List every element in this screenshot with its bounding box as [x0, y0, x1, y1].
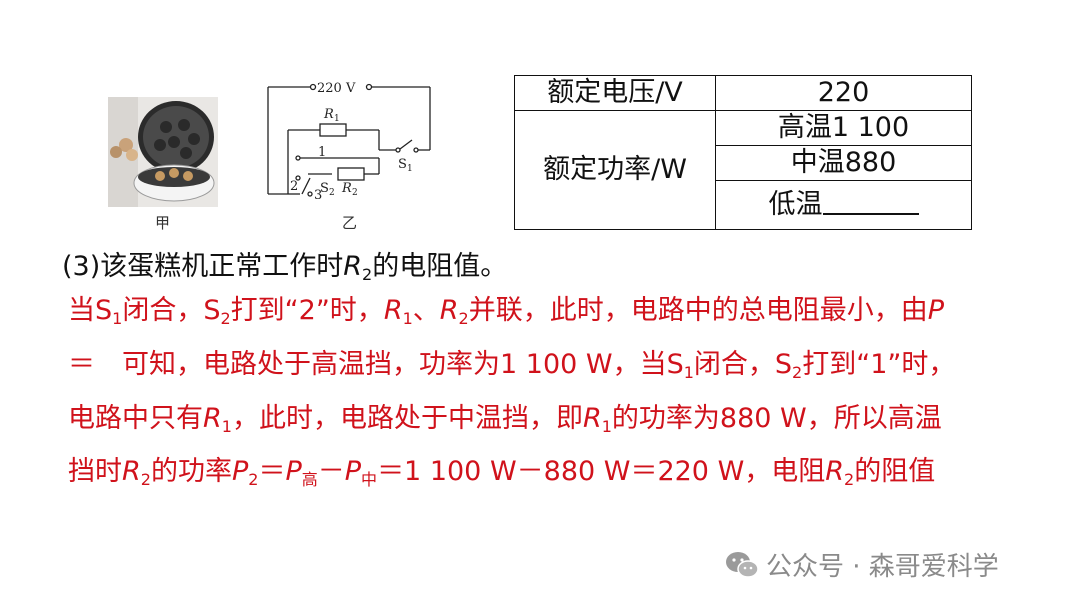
text-fragment: ＝ 可知，电路处于高温挡，功率为1 100 W，当S [68, 349, 684, 380]
text-fragment: 1 [112, 309, 123, 328]
text-fragment: 1 [402, 309, 413, 328]
table-row: 额定功率/W 高温1 100 [514, 110, 972, 230]
wechat-icon [726, 551, 759, 578]
table-row: 额定电压/V 220 [514, 75, 972, 111]
rated-power-label: 额定功率/W [514, 110, 716, 230]
answer-line-2: ＝ 可知，电路处于高温挡，功率为1 100 W，当S1闭合，S2打到“1”时， [68, 342, 955, 381]
text-fragment: 的功率为880 W，所以高温 [611, 403, 942, 434]
rated-voltage-value: 220 [715, 75, 972, 111]
rated-voltage-label: 额定电压/V [514, 75, 716, 111]
text-fragment: P [344, 456, 362, 487]
text-fragment: 的阻值 [854, 456, 936, 487]
text-fragment: 电路中只有 [68, 403, 203, 434]
table-row: 低温 [515, 180, 972, 230]
switch-pos-2: 2 [290, 179, 298, 194]
question-var: R [343, 251, 363, 282]
text-fragment: ，此时，电路处于中温挡，即 [231, 403, 583, 434]
power-low: 低温 [715, 180, 972, 230]
r2-sub: 2 [352, 188, 358, 198]
text-fragment: 并联，此时，电路中的总电阻最小，由 [468, 295, 928, 326]
text-fragment: 当S [68, 295, 113, 326]
text-fragment: 闭合，S [122, 295, 221, 326]
power-low-label: 低温 [768, 189, 823, 220]
question-part: (3)该蛋糕机正常工作时 [62, 251, 344, 282]
text-fragment: P [231, 456, 249, 487]
text-fragment: 2 [458, 309, 469, 328]
s1-sub: 1 [407, 164, 413, 174]
photo-caption: 甲 [155, 214, 171, 232]
text-fragment: ＝1 100 W－880 W＝220 W，电阻 [377, 456, 826, 487]
text-fragment: 高 [301, 470, 318, 489]
switch-pos-3: 3 [314, 188, 322, 203]
text-fragment: 1 [683, 363, 694, 382]
text-fragment: 、 [412, 295, 440, 326]
text-fragment: R [122, 456, 141, 487]
answer-line-4: 挡时R2的功率P2＝P高－P中＝1 100 W－880 W＝220 W，电阻R2… [68, 449, 935, 488]
s1-label: S [398, 157, 407, 172]
cake-maker-photo [108, 97, 218, 207]
r2-label: R [341, 181, 352, 196]
answer-line-1: 当S1闭合，S2打到“2”时，R1、R2并联，此时，电路中的总电阻最小，由P [68, 288, 944, 327]
text-fragment: 打到“2”时， [230, 295, 384, 326]
question-sub: 2 [362, 265, 373, 284]
text-fragment: 闭合，S [693, 349, 793, 380]
circuit-diagram: 220 V R 1 S 1 1 2 3 S 2 R 2 [267, 81, 431, 203]
text-fragment: 1 [601, 417, 612, 436]
question-text: (3)该蛋糕机正常工作时R2的电阻值。 [62, 244, 507, 283]
answer-blank [822, 187, 919, 215]
circuit-caption: 乙 [342, 214, 358, 232]
r1-label: R [323, 107, 334, 122]
text-fragment: 2 [792, 363, 803, 382]
watermark: 公众号 · 森哥爱科学 [724, 546, 999, 583]
s2-sub: 2 [329, 188, 335, 198]
power-high: 高温1 100 [715, 110, 972, 146]
text-fragment: － [317, 456, 345, 487]
text-fragment: 2 [220, 309, 231, 328]
text-fragment: 中 [361, 470, 378, 489]
text-fragment: 挡时 [68, 456, 122, 487]
s2-label: S [320, 181, 329, 196]
r1-sub: 1 [334, 114, 340, 124]
text-fragment: R [439, 295, 459, 326]
circuit-voltage-label: 220 V [317, 81, 356, 96]
text-fragment: P [285, 456, 302, 487]
text-fragment: 2 [844, 470, 855, 489]
text-fragment: ＝ [258, 456, 286, 487]
text-fragment: R [383, 295, 403, 326]
answer-line-3: 电路中只有R1，此时，电路处于中温挡，即R1的功率为880 W，所以高温 [68, 396, 942, 435]
question-part: 的电阻值。 [372, 251, 508, 282]
text-fragment: 打到“1”时， [802, 349, 956, 380]
text-fragment: R [582, 403, 602, 434]
text-fragment: 2 [248, 470, 259, 489]
text-fragment: R [203, 403, 222, 434]
power-mid: 中温880 [715, 145, 972, 181]
switch-pos-1: 1 [318, 145, 326, 160]
rating-table: 额定电压/V 220 额定功率/W 高温1 100 中温880 低温 [514, 75, 972, 230]
text-fragment: P [927, 295, 945, 326]
text-fragment: 的功率 [150, 456, 232, 487]
text-fragment: 2 [140, 470, 151, 489]
table-row: 中温880 [515, 145, 972, 181]
text-fragment: 1 [221, 417, 232, 436]
text-fragment: R [825, 456, 845, 487]
watermark-text: 公众号 · 森哥爱科学 [766, 552, 999, 582]
